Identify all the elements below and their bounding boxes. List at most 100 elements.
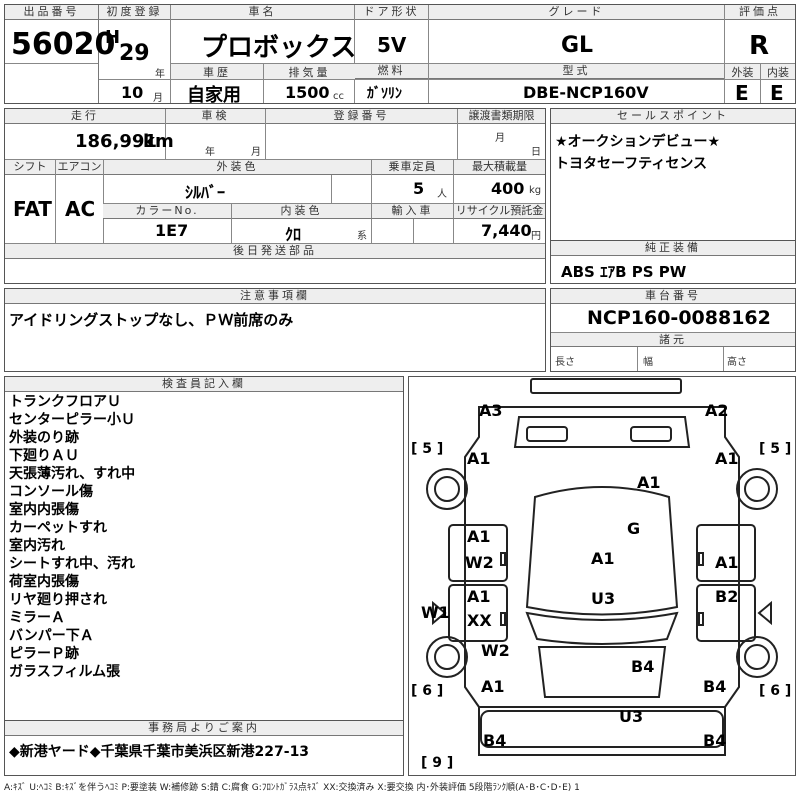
width-label: 幅 xyxy=(643,357,653,368)
fuel-label: 燃料 xyxy=(355,64,428,79)
damage-mark: A3 xyxy=(479,401,503,420)
recycle-unit: 円 xyxy=(531,231,541,242)
office-label: 事務局よりご案内 xyxy=(5,721,403,736)
color-no: 1E7 xyxy=(155,221,189,240)
inspector-line: センターピラー小Ｕ xyxy=(9,412,135,428)
damage-mark: W1 xyxy=(421,603,450,622)
tire-rear-right: [ 5 ] xyxy=(759,441,792,457)
inspector-line: ピラーＰ跡 xyxy=(9,646,79,662)
mileage-label: 走行 xyxy=(5,109,165,124)
import-label: 輸入車 xyxy=(371,204,453,219)
inspector-label: 検査員記入欄 xyxy=(5,377,403,392)
ext-color-label: 外装色 xyxy=(103,160,371,175)
era: H xyxy=(105,27,121,48)
office-panel: 事務局よりご案内 ◆新港ヤード◆千葉県千葉市美浜区新港227-13 xyxy=(4,720,404,776)
inspector-lines: トランクフロアＵ センターピラー小Ｕ 外装のり跡 下廻りＡＵ 天張薄汚れ、すれ中… xyxy=(9,393,135,681)
history: 自家用 xyxy=(187,85,241,106)
ac-label: エアコン xyxy=(55,160,103,175)
grade-label: グレード xyxy=(429,5,724,20)
ext-label: 外装 xyxy=(725,64,760,79)
damage-mark: A1 xyxy=(637,473,661,492)
damage-mark: U3 xyxy=(619,707,644,726)
inspector-line: トランクフロアＵ xyxy=(9,394,121,410)
car-name: プロボックス xyxy=(201,33,357,63)
damage-mark: A1 xyxy=(715,553,739,572)
later-parts-label: 後日発送部品 xyxy=(5,244,545,259)
equipment-label: 純正装備 xyxy=(551,241,795,256)
color-no-label: カラーNo. xyxy=(103,204,231,219)
damage-mark: A1 xyxy=(467,449,491,468)
int-color-unit: 系 xyxy=(357,231,367,242)
damage-mark: A1 xyxy=(467,527,491,546)
door-label: ドア形状 xyxy=(355,5,428,20)
notes-label: 注意事項欄 xyxy=(5,289,545,304)
inspector-line: ガラスフィルム張 xyxy=(9,664,121,680)
ext-score: E xyxy=(735,81,749,105)
equipment-panel: 純正装備 ABS ｴｱB PS PW xyxy=(550,240,796,284)
tire-front-left: [ 6 ] xyxy=(411,683,444,699)
damage-mark: A1 xyxy=(591,549,615,568)
capacity-label: 乗車定員 xyxy=(371,160,453,175)
car-name-cell: 車名 プロボックス 車歴 排気量 自家用 1500 cc xyxy=(171,5,357,106)
equipment-value: ABS ｴｱB PS PW xyxy=(561,263,687,281)
shift-label: シフト xyxy=(5,160,55,175)
tire-spare: [ 9 ] xyxy=(421,755,454,771)
insp-month-unit: 月 xyxy=(251,147,261,158)
max-load: 400 xyxy=(491,179,525,198)
office-value: ◆新港ヤード◆千葉県千葉市美浜区新港227-13 xyxy=(9,744,310,760)
ac: AC xyxy=(65,197,96,221)
model: DBE-NCP160V xyxy=(523,83,649,102)
reg-no-label: 登録番号 xyxy=(265,109,457,124)
lot-cell: 出品番号 56020 xyxy=(5,5,115,103)
inspector-line: コンソール傷 xyxy=(9,484,93,500)
transfer-month-unit: 月 xyxy=(495,133,505,144)
recycle: 7,440 xyxy=(481,221,532,240)
transfer-day-unit: 日 xyxy=(531,147,541,158)
inspector-line: 室内内張傷 xyxy=(9,502,79,518)
year-unit: 年 xyxy=(155,69,165,80)
inspector-line: ミラーＡ xyxy=(9,610,65,626)
inspector-panel: 検査員記入欄 トランクフロアＵ センターピラー小Ｕ 外装のり跡 下廻りＡＵ 天張… xyxy=(4,376,404,722)
displacement-label: 排気量 xyxy=(263,64,355,79)
damage-mark: W2 xyxy=(481,641,510,660)
shift: FAT xyxy=(13,197,52,221)
sales-point-panel: セールスポイント ★オークションデビュー★ トヨタセーフティセンス xyxy=(550,108,796,256)
damage-mark: B4 xyxy=(631,657,655,676)
door: 5V xyxy=(377,33,407,57)
fuel: ｶﾞｿﾘﾝ xyxy=(367,86,402,102)
score: R xyxy=(749,31,770,61)
damage-mark: XX xyxy=(467,611,492,630)
inspector-line: 天張薄汚れ、すれ中 xyxy=(9,466,136,482)
damage-mark: U3 xyxy=(591,589,616,608)
grade: GL xyxy=(561,33,594,58)
grade-cell: グレード GL 型式 DBE-NCP160V xyxy=(429,5,725,103)
capacity: 5 xyxy=(413,179,425,198)
inspector-line: カーペットすれ xyxy=(9,520,107,536)
door-cell: ドア形状 5V 燃料 ｶﾞｿﾘﾝ xyxy=(355,5,429,103)
displacement-unit: cc xyxy=(333,91,344,102)
car-outline xyxy=(426,378,778,756)
history-label: 車歴 xyxy=(171,64,263,79)
car-diagram-panel: A3 A2 A1 A1 A1 G A1 W2 A1 A1 U3 W1 A1 XX… xyxy=(408,376,796,776)
capacity-unit: 人 xyxy=(437,189,447,200)
first-reg-cell: 初度登録 H 29 年 10 月 xyxy=(99,5,171,104)
damage-mark: A1 xyxy=(715,449,739,468)
mileage: 186,991 xyxy=(75,131,157,152)
max-load-label: 最大積載量 xyxy=(453,160,545,175)
inspector-line: 荷室内張傷 xyxy=(9,574,79,590)
lot-number: 56020 xyxy=(11,27,116,62)
sales-line-1: ★オークションデビュー★ xyxy=(555,134,721,150)
month-unit: 月 xyxy=(153,93,163,104)
damage-mark: W2 xyxy=(465,553,494,572)
height-label: 高さ xyxy=(727,357,747,368)
ext-color: ｼﾙﾊﾞｰ xyxy=(185,183,226,202)
mileage-unit: km xyxy=(143,131,174,152)
transfer-label: 譲渡書類期限 xyxy=(457,109,545,124)
inspector-line: 外装のり跡 xyxy=(9,430,79,446)
lot-label: 出品番号 xyxy=(5,5,98,20)
inspector-line: シートすれ中、汚れ xyxy=(9,556,135,572)
score-label: 評価点 xyxy=(725,5,795,20)
chassis-number: NCP160-0088162 xyxy=(587,307,771,329)
tire-front-right: [ 6 ] xyxy=(759,683,792,699)
chassis-panel: 車台番号 NCP160-0088162 諸元 長さ 幅 高さ xyxy=(550,288,796,372)
